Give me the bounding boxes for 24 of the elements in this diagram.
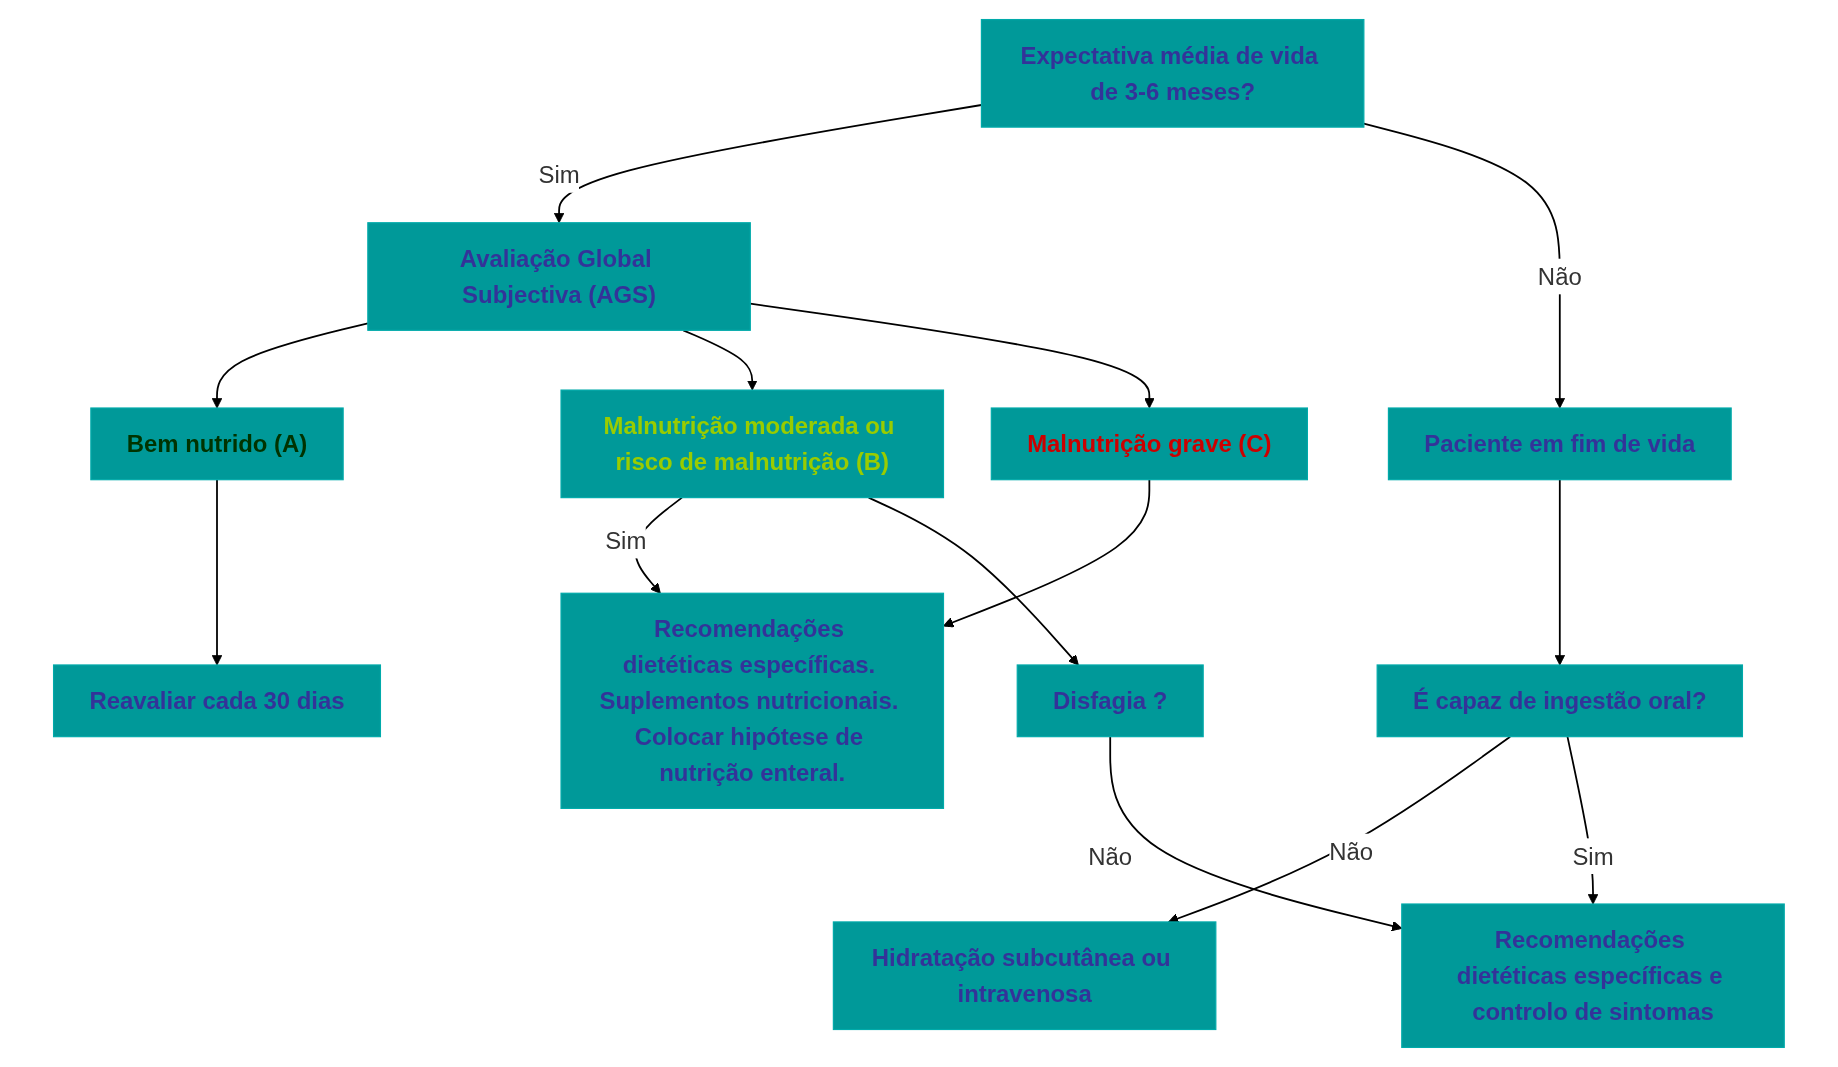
node-box: Paciente em fim de vida <box>1387 407 1732 481</box>
edge-label: Sim <box>538 161 580 189</box>
arrow <box>1363 122 1566 409</box>
edge-label: Não <box>1329 838 1374 865</box>
edge-label: Não <box>1088 843 1133 870</box>
arrow <box>943 478 1151 628</box>
edge-label: Sim <box>605 527 647 554</box>
node-box: Recomendações dietéticas específicas e controlo de sintomas <box>1401 903 1785 1048</box>
node-box: É capaz de ingestão oral? <box>1376 664 1744 738</box>
arrow <box>867 496 1079 666</box>
arrow <box>1554 478 1566 666</box>
arrow <box>682 329 758 391</box>
node-box: Reavaliar cada 30 dias <box>53 664 382 738</box>
node-box: Expectativa média de vida de 3-6 meses? <box>980 18 1365 128</box>
edge-label: Não <box>1537 263 1582 290</box>
node-box: Disfagia ? <box>1016 664 1204 738</box>
node-box: Malnutrição grave (C) <box>990 407 1309 481</box>
node-box: Recomendações dietéticas específicas. Suplementos nutricionais. Colocar hipótese de nutrição enteral. <box>560 592 945 809</box>
node-box: Avaliação Global Subjectiva (AGS) <box>367 222 751 331</box>
edge-label: Sim <box>1572 843 1614 870</box>
node-box: Malnutrição moderada ou risco de malnutrição (B) <box>560 389 945 499</box>
arrow <box>211 478 223 666</box>
node-box: Bem nutrido (A) <box>90 407 344 481</box>
node-box: Hidratação subcutânea ou intravenosa <box>832 921 1217 1031</box>
